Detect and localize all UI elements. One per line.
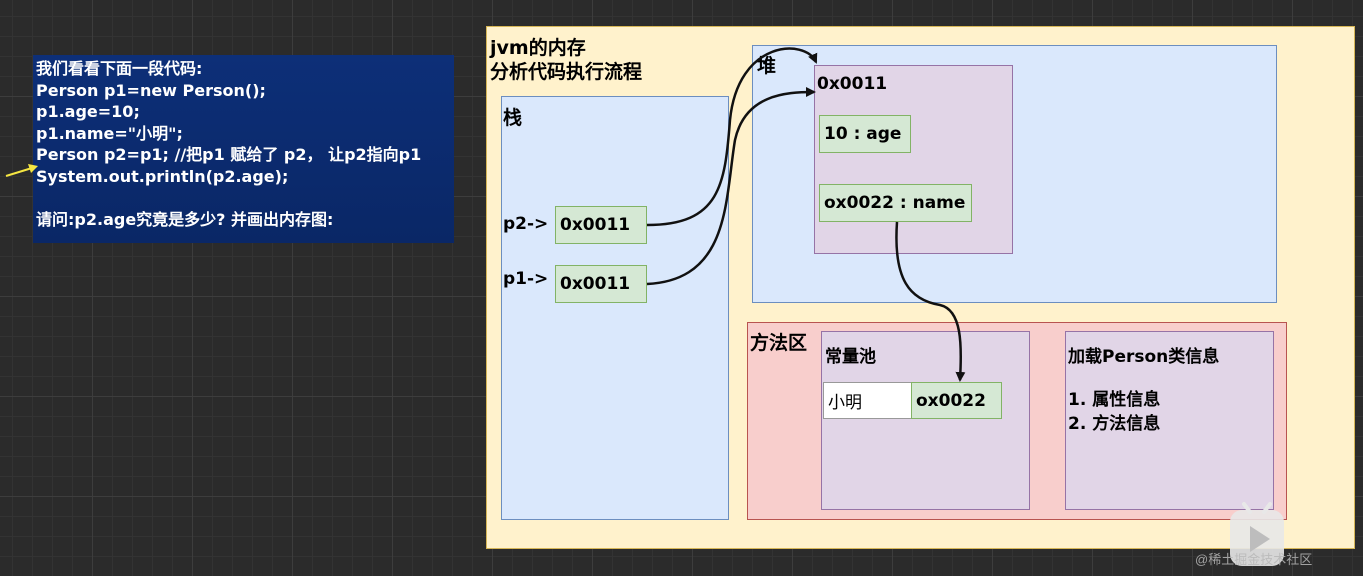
p1-to-object-arrow (646, 87, 816, 286)
method-area-title: 方法区 (750, 332, 808, 354)
p2-reference-cell: 0x0011 (555, 206, 647, 244)
bilibili-logo-icon (1230, 502, 1284, 566)
p1-label: p1-> (503, 269, 549, 289)
pointer-arrow-icon (5, 164, 38, 177)
class-info-list: 1. 属性信息 2. 方法信息 (1068, 388, 1160, 436)
class-info-item: 1. 属性信息 (1068, 390, 1161, 410)
string-address-cell: ox0022 (911, 382, 1002, 419)
name-field-cell: ox0022 : name (819, 184, 972, 222)
age-field-cell: 10 : age (819, 115, 911, 153)
code-line: p1.age=10; (36, 102, 140, 121)
code-line: Person p2=p1; //把p1 赋给了 p2， 让p2指向p1 (36, 145, 422, 164)
person-object (814, 65, 1013, 254)
class-info-box (1065, 331, 1274, 510)
code-line: 请问:p2.age究竟是多少? 并画出内存图: (36, 209, 334, 229)
code-line: System.out.println(p2.age); (36, 166, 289, 186)
p2-label: p2-> (503, 214, 549, 234)
jvm-title-line: 分析代码执行流程 (490, 61, 643, 83)
code-line: p1.name="小明"; (36, 123, 183, 143)
constant-pool-title: 常量池 (825, 347, 876, 367)
class-info-title: 加载Person类信息 (1068, 347, 1220, 367)
stack-region (501, 96, 729, 520)
string-value-cell: 小明 (823, 382, 914, 419)
constant-pool (821, 331, 1030, 510)
p2-to-object-arrow (646, 47, 818, 227)
code-snippet-box: 我们看看下面一段代码: Person p1=new Person(); p1.a… (33, 55, 454, 243)
class-info-item: 2. 方法信息 (1068, 414, 1161, 434)
code-line: 我们看看下面一段代码: (36, 59, 203, 78)
jvm-title: jvm的内存 分析代码执行流程 (490, 36, 642, 84)
code-line: Person p1=new Person(); (36, 80, 266, 100)
object-address: 0x0011 (817, 74, 888, 94)
heap-title: 堆 (757, 55, 777, 77)
name-to-string-arrow (895, 221, 966, 382)
jvm-title-line: jvm的内存 (490, 37, 586, 59)
stack-title: 栈 (503, 107, 523, 129)
p1-reference-cell: 0x0011 (555, 265, 647, 303)
watermark-text: @稀土掘金技术社区 (1195, 552, 1313, 567)
